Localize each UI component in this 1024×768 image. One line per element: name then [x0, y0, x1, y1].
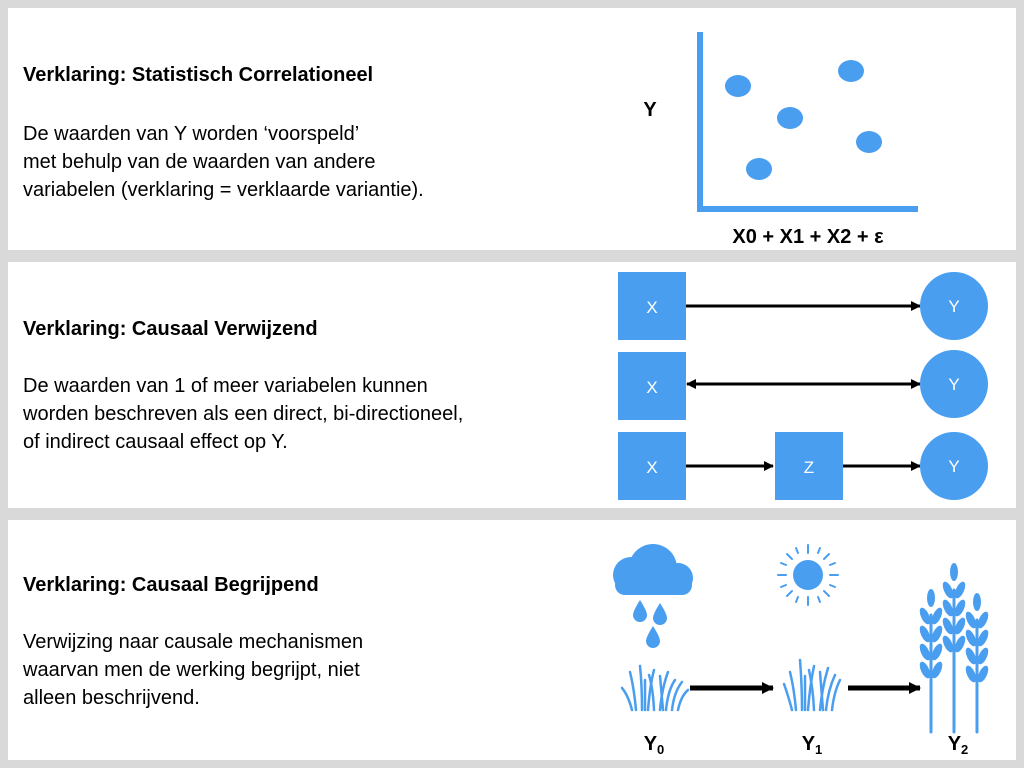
- rain-cloud-icon: [613, 544, 693, 648]
- description-line: waarvan men de werking begrijpt, niet: [23, 659, 360, 681]
- x-node: [618, 432, 686, 500]
- x-node-label: X: [646, 458, 657, 477]
- stage-label-y2: Y2: [948, 733, 969, 757]
- grass-icon: [782, 658, 842, 712]
- mechanism-diagram: Y0 Y1 Y2: [613, 544, 989, 757]
- wheat-icon: [919, 563, 989, 734]
- y-node: [920, 432, 988, 500]
- x-node: [618, 352, 686, 420]
- scatter-axes: [697, 32, 918, 212]
- description-line: of indirect causaal effect op Y.: [23, 431, 288, 453]
- description-line: met behulp van de waarden van andere: [23, 151, 376, 173]
- panel-description: De waarden van Y worden ‘voorspeld’ met …: [23, 120, 424, 204]
- y-axis-label: Y: [643, 99, 657, 121]
- description-line: alleen beschrijvend.: [23, 687, 200, 709]
- sun-icon: [777, 544, 839, 606]
- scatter-diagram: Y X0 + X1 + X2 + ε: [643, 32, 918, 248]
- scatter-point: [746, 158, 772, 180]
- stage-label-y0: Y0: [644, 733, 665, 757]
- description-line: De waarden van Y worden ‘voorspeld’: [23, 123, 360, 145]
- panel-statistical-correlational: Verklaring: Statistisch Correlationeel D…: [8, 8, 1016, 250]
- z-node-label: Z: [804, 458, 814, 477]
- direct-effect-diagram: X Y: [618, 272, 988, 340]
- description-line: variabelen (verklaring = verklaarde vari…: [23, 179, 424, 201]
- panel-causal-understanding: Verklaring: Causaal Begrijpend Verwijzin…: [8, 520, 1016, 760]
- panel-description: Verwijzing naar causale mechanismen waar…: [23, 628, 363, 712]
- description-line: De waarden van 1 of meer variabelen kunn…: [23, 375, 428, 397]
- y-node: [920, 272, 988, 340]
- description-line: worden beschreven als een direct, bi-dir…: [23, 403, 464, 425]
- panel-description: De waarden van 1 of meer variabelen kunn…: [23, 372, 463, 456]
- scatter-point: [838, 60, 864, 82]
- stage-label-y1: Y1: [802, 733, 823, 757]
- panel-title: Verklaring: Causaal Begrijpend: [23, 574, 319, 596]
- x-node: [618, 272, 686, 340]
- y-node: [920, 350, 988, 418]
- panel-title: Verklaring: Statistisch Correlationeel: [23, 64, 374, 86]
- scatter-point: [725, 75, 751, 97]
- grass-icon: [620, 664, 690, 712]
- x-node-label: X: [646, 298, 657, 317]
- x-axis-label: X0 + X1 + X2 + ε: [732, 226, 884, 248]
- panel-title: Verklaring: Causaal Verwijzend: [23, 318, 318, 340]
- indirect-effect-diagram: X Z Y: [618, 432, 988, 500]
- bidirectional-effect-diagram: X Y: [618, 350, 988, 420]
- scatter-point: [856, 131, 882, 153]
- z-node: [775, 432, 843, 500]
- description-line: Verwijzing naar causale mechanismen: [23, 631, 364, 653]
- y-node-label: Y: [948, 457, 959, 476]
- causal-diagrams: X Y X Y X Z Y: [618, 272, 988, 500]
- y-node-label: Y: [948, 375, 959, 394]
- x-node-label: X: [646, 378, 657, 397]
- scatter-point: [777, 107, 803, 129]
- panel-causal-referential: Verklaring: Causaal Verwijzend De waarde…: [8, 262, 1016, 508]
- y-node-label: Y: [948, 297, 959, 316]
